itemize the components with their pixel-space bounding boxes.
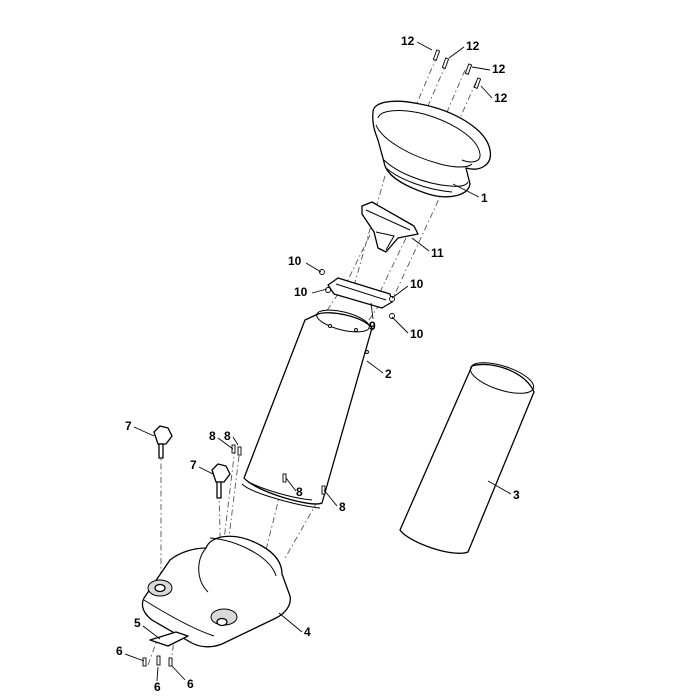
leader-line-cap-3 (487, 480, 512, 495)
leader-line-cap-7b (198, 466, 214, 475)
screws-6 (142, 655, 173, 667)
leader-line-cap-10d (391, 316, 409, 334)
leader-line-cap-2 (366, 360, 384, 374)
leader-line-cap-7a (133, 426, 155, 437)
callout-cap-10d: 10 (410, 327, 424, 341)
leader-line-cap-10b (311, 288, 328, 294)
leader-line-cap-10a (305, 262, 322, 273)
leader-line-cap-12c (471, 66, 491, 71)
callout-cap-10a: 10 (288, 254, 302, 268)
part-9-bracket (319, 269, 395, 319)
part-3-sleeve (399, 362, 535, 554)
callout-cap-9: 9 (369, 319, 376, 333)
callout-cap-6b: 6 (154, 680, 161, 694)
callout-cap-12a: 12 (401, 34, 415, 48)
callout-cap-12b: 12 (466, 39, 480, 53)
leader-line-cap-12d (480, 85, 493, 99)
callout-cap-7a: 7 (125, 419, 132, 433)
leader-line-cap-6b (156, 666, 159, 682)
leader-line-cap-12a (416, 41, 433, 51)
callout-cap-12c: 12 (492, 62, 506, 76)
leader-line-cap-8c (285, 477, 297, 492)
callout-cap-3: 3 (513, 488, 520, 502)
leader-line-cap-5 (142, 625, 161, 640)
callout-cap-6a: 6 (116, 644, 123, 658)
callout-cap-8c: 8 (296, 485, 303, 499)
screws-8 (231, 444, 326, 495)
callout-cap-8a: 8 (209, 429, 216, 443)
leader-line-cap-1 (452, 183, 480, 198)
callout-cap-7b: 7 (190, 458, 197, 472)
assembly-lines (147, 55, 477, 666)
leader-line-cap-8b (232, 436, 239, 446)
leader-line-cap-8a (217, 437, 234, 450)
part-5-plate (149, 631, 189, 647)
callout-cap-8d: 8 (339, 500, 346, 514)
leader-line-cap-6c (171, 665, 186, 681)
leader-line-cap-4 (278, 612, 303, 633)
callout-cap-6c: 6 (187, 677, 194, 691)
leader-line-cap-12b (448, 46, 465, 59)
leader-line-cap-8d (323, 489, 338, 507)
callout-cap-1: 1 (481, 191, 488, 205)
leader-line-cap-6a (124, 653, 145, 662)
callout-cap-11: 11 (431, 246, 444, 260)
callout-cap-4: 4 (304, 625, 311, 639)
callout-cap-12d: 12 (494, 91, 508, 105)
part-7-knobs (153, 425, 231, 499)
callout-cap-10b: 10 (294, 285, 308, 299)
part-2-tube (241, 309, 373, 509)
callout-cap-2: 2 (385, 367, 392, 381)
screws-12 (432, 49, 482, 89)
leader-line-cap-9 (370, 302, 374, 320)
callout-cap-8b: 8 (224, 429, 231, 443)
callout-cap-5: 5 (134, 616, 141, 630)
part-1-funnel (372, 100, 492, 198)
leader-line-cap-10c (391, 285, 409, 299)
part-4-base (141, 535, 291, 648)
callout-cap-10c: 10 (410, 277, 424, 291)
leader-line-cap-11 (411, 237, 430, 252)
part-11-insert (361, 201, 419, 253)
